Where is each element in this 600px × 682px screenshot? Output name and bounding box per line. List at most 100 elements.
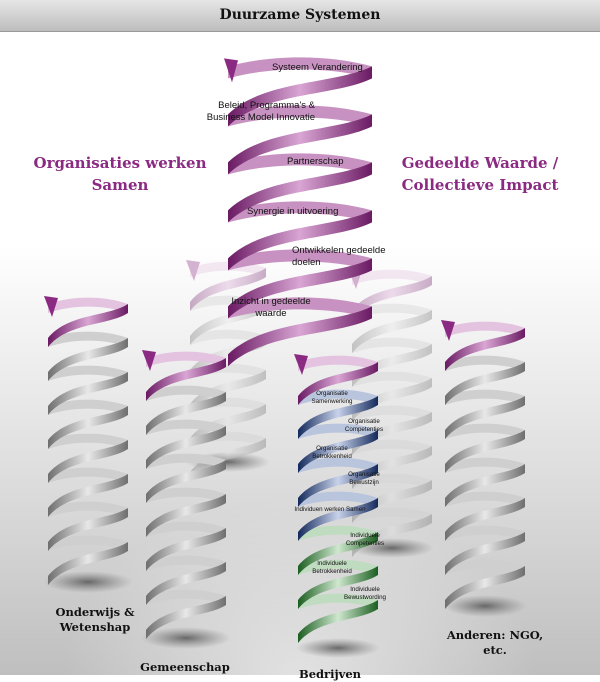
coil-back-band bbox=[146, 419, 226, 435]
coil-anderen bbox=[441, 319, 525, 609]
coil-back-band bbox=[228, 249, 372, 271]
coil-back-band bbox=[146, 589, 226, 605]
coil-front-band bbox=[48, 371, 128, 415]
coil-back-band bbox=[146, 351, 226, 367]
label-organisatie-samenwerking: Organisatie Samenwerking bbox=[311, 390, 353, 405]
coil-front-band bbox=[445, 327, 525, 371]
coil-back-band bbox=[352, 439, 432, 455]
coil-back-band bbox=[228, 201, 372, 223]
coil-gemeenschap bbox=[142, 349, 226, 639]
coil-front-band bbox=[445, 429, 525, 473]
coil-front-band bbox=[228, 162, 372, 223]
coil-back-band bbox=[146, 521, 226, 537]
coil-front-band bbox=[48, 405, 128, 449]
left-side-label: Organisaties werken Samen bbox=[33, 154, 207, 194]
coil-front-band bbox=[298, 463, 378, 507]
coil-front-band bbox=[48, 439, 128, 483]
coil-back-band bbox=[190, 329, 266, 345]
group-label-gemeenschap: Gemeenschap bbox=[140, 660, 230, 674]
arrow-head-icon bbox=[142, 349, 156, 371]
coil-front-band bbox=[146, 357, 226, 401]
coil-front-band bbox=[298, 599, 378, 643]
coil-main-magenta bbox=[224, 57, 372, 367]
coil-front-band bbox=[298, 565, 378, 609]
coil-front-band bbox=[228, 210, 372, 271]
arrow-head-icon bbox=[294, 353, 308, 375]
coil-front-band bbox=[146, 425, 226, 469]
coil-bedrijven bbox=[294, 353, 378, 643]
coil-front-band bbox=[352, 411, 432, 455]
coil-front-band bbox=[146, 459, 226, 503]
coil-back-band bbox=[445, 355, 525, 371]
coil-front-band bbox=[352, 513, 432, 557]
label-individuele-competenties: Individuele Competenties bbox=[345, 532, 385, 547]
coil-back-band bbox=[48, 501, 128, 517]
coil-front-band bbox=[298, 361, 378, 405]
coil-front-band bbox=[352, 309, 432, 353]
coil-front-band bbox=[48, 473, 128, 517]
arrow-head-icon bbox=[441, 319, 455, 341]
coil-front-band bbox=[445, 565, 525, 609]
coil-back-band bbox=[445, 457, 525, 473]
coil-back-band bbox=[352, 337, 432, 353]
coil-front-band bbox=[48, 541, 128, 585]
coil-back-band bbox=[48, 297, 128, 313]
coil-back-band bbox=[228, 153, 372, 175]
label-organisatie-competenties: Organisatie Competenties bbox=[344, 418, 384, 433]
arrow-head-icon bbox=[186, 259, 200, 281]
label-partnerschap: Partnerschap bbox=[287, 156, 344, 167]
coil-front-band bbox=[190, 369, 266, 413]
coil-back-band bbox=[48, 365, 128, 381]
coil-front-band bbox=[190, 267, 266, 311]
coil-front-band bbox=[146, 561, 226, 605]
coil-back-band bbox=[228, 105, 372, 127]
coil-front-band bbox=[298, 531, 378, 575]
coil-front-band bbox=[228, 306, 372, 367]
group-label-anderen: Anderen: NGO, etc. bbox=[446, 628, 544, 657]
label-synergie: Synergie in uitvoering bbox=[247, 206, 339, 217]
coil-back-band bbox=[298, 355, 378, 371]
coil-front-band bbox=[445, 395, 525, 439]
coil-back-band bbox=[352, 473, 432, 489]
arrow-head-icon bbox=[224, 58, 238, 83]
label-organisatie-bewustzijn: Organisatie Bewustzijn bbox=[348, 471, 380, 486]
coil-back-band bbox=[228, 297, 372, 319]
coil-back-band bbox=[298, 525, 378, 541]
coil-back-band bbox=[48, 399, 128, 415]
shadow-anderen bbox=[443, 595, 527, 617]
shadow-bedrijven bbox=[296, 638, 380, 658]
coil-front-band bbox=[48, 507, 128, 551]
label-individuele-betrokkenheid: Individuele Betrokkenheid bbox=[312, 560, 352, 575]
coil-back-band bbox=[445, 389, 525, 405]
coil-front-band bbox=[445, 361, 525, 405]
coil-front-band bbox=[352, 445, 432, 489]
coil-back-band bbox=[48, 331, 128, 347]
coil-back-band bbox=[146, 385, 226, 401]
coil-front-band bbox=[352, 377, 432, 421]
coil-front-band bbox=[445, 463, 525, 507]
shadow-gemeenschap bbox=[141, 627, 231, 649]
coil-front-band bbox=[48, 303, 128, 347]
coil-front-band bbox=[190, 437, 266, 481]
coil-front-band bbox=[298, 429, 378, 473]
coil-back-band bbox=[298, 559, 378, 575]
coil-front-band bbox=[298, 395, 378, 439]
coil-front-band bbox=[146, 595, 226, 639]
coil-front-band bbox=[228, 114, 372, 175]
coil-back-band bbox=[48, 535, 128, 551]
label-beleid-programmas: Beleid, Programma's & Business Model Inn… bbox=[206, 100, 315, 123]
coil-back-band bbox=[298, 593, 378, 609]
coil-back-band bbox=[445, 423, 525, 439]
page-title: Duurzame Systemen bbox=[0, 0, 600, 32]
coil-front-band bbox=[228, 258, 372, 319]
coil-back-band bbox=[298, 457, 378, 473]
coil-back-band bbox=[146, 453, 226, 469]
coil-back-band bbox=[445, 321, 525, 337]
coil-back-band bbox=[146, 487, 226, 503]
coil-front-band bbox=[352, 479, 432, 523]
coil-back-band bbox=[298, 491, 378, 507]
coil-back-band bbox=[445, 559, 525, 575]
coil-back-band bbox=[352, 507, 432, 523]
arrow-head-icon bbox=[44, 295, 58, 317]
